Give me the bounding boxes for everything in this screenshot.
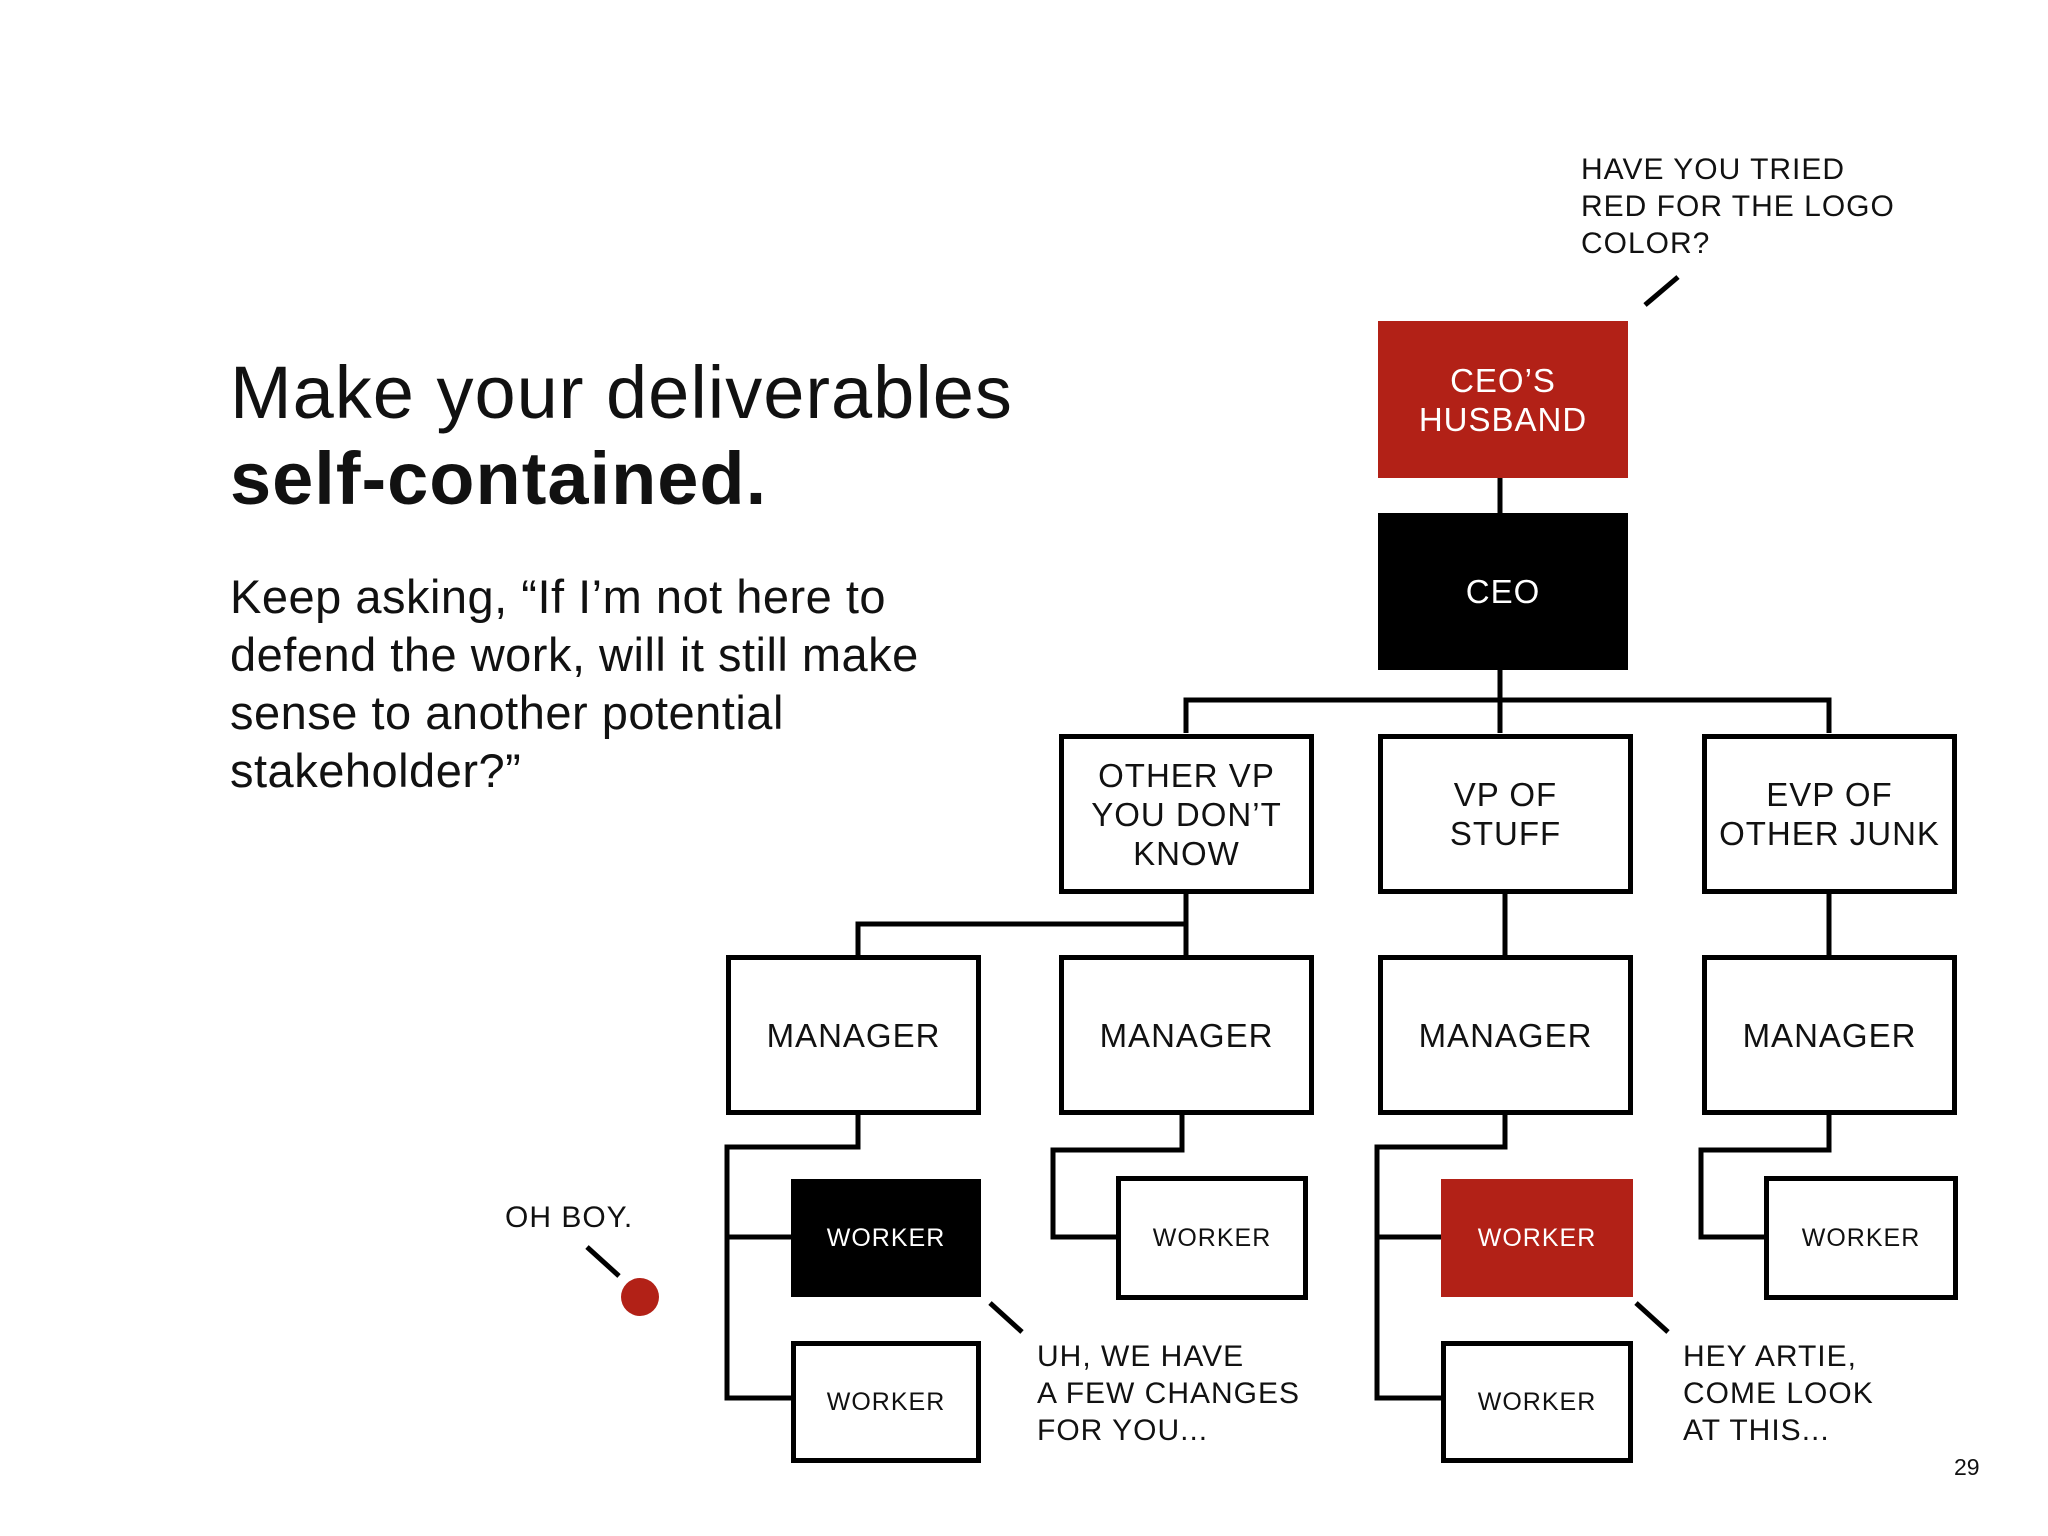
heading-line-2: self-contained. [230,437,768,520]
connector-m3-workers [1374,1114,1508,1401]
worker-box-4: WORKER [1441,1179,1633,1297]
worker-box-5: WORKER [1441,1341,1633,1463]
ceo-husband-box: CEO’S HUSBAND [1378,321,1628,478]
page-number: 29 [1954,1454,1980,1480]
caption-oh-boy: OH BOY. [505,1201,634,1234]
worker-box-2: WORKER [791,1341,981,1463]
manager-box-1: MANAGER [726,955,981,1115]
caption-changes: UH, WE HAVE A FEW CHANGES FOR YOU... [1037,1340,1301,1447]
vp-box-evp: EVP OF OTHER JUNK [1702,734,1957,894]
connector-m2-worker [1050,1114,1185,1240]
pointer-artie [1634,1301,1670,1334]
pointer-husband [1643,275,1680,307]
body-text: Keep asking, “If I’m not here to defend … [230,570,919,797]
pointer-changes [988,1301,1024,1334]
vp-box-stuff: VP OF STUFF [1378,734,1633,894]
connector-m4-worker [1698,1114,1832,1240]
manager-box-2: MANAGER [1059,955,1314,1115]
heading-line-1: Make your deliverables [230,351,1013,434]
manager-box-4: MANAGER [1702,955,1957,1115]
pointer-oh-boy [585,1245,621,1278]
caption-artie: HEY ARTIE, COME LOOK AT THIS... [1683,1340,1874,1447]
manager-box-3: MANAGER [1378,955,1633,1115]
slide-heading: Make your deliverables self-contained. [230,350,1013,522]
worker-box-1: WORKER [791,1179,981,1297]
ceo-box: CEO [1378,513,1628,670]
worker-box-6: WORKER [1764,1176,1958,1300]
worker-box-3: WORKER [1116,1176,1308,1300]
red-dot [621,1278,659,1316]
caption-husband-quote: HAVE YOU TRIED RED FOR THE LOGO COLOR? [1581,153,1895,260]
connector-vp-bus [1183,697,1832,733]
connector-m1-workers [724,1114,861,1401]
connector-vp1-managers [855,921,1186,955]
vp-box-other: OTHER VP YOU DON’T KNOW [1059,734,1314,894]
